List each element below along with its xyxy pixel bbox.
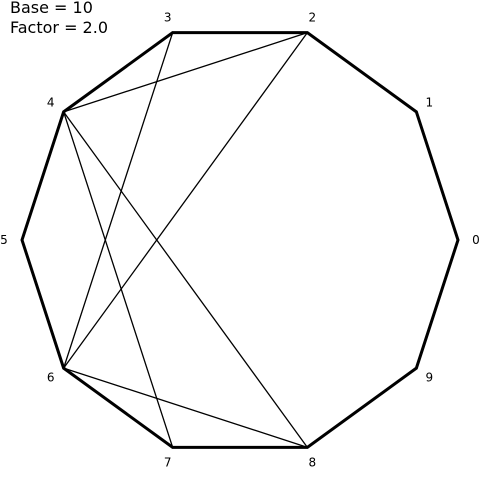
vertex-label-3: 3: [164, 11, 172, 25]
vertex-label-8: 8: [308, 456, 316, 470]
chord-4-8: [63, 111, 308, 448]
vertex-label-4: 4: [47, 96, 55, 110]
decagon-outline: [20, 31, 460, 449]
vertex-label-5: 5: [0, 233, 8, 247]
chord-7-4: [63, 111, 174, 448]
chord-3-6: [63, 32, 174, 369]
base-label: Base = 10: [10, 0, 93, 17]
factor-label: Factor = 2.0: [10, 18, 108, 37]
chord-2-4: [63, 32, 308, 113]
vertex-label-7: 7: [164, 456, 172, 470]
vertex-label-0: 0: [472, 233, 480, 247]
chord-8-6: [63, 367, 308, 448]
chord-group: [63, 32, 417, 448]
vertex-label-6: 6: [47, 371, 55, 385]
vertex-label-group: 0 1 2 3 4 5 6 7 8 9: [0, 11, 480, 470]
vertex-label-1: 1: [425, 96, 433, 110]
chord-6-2: [63, 32, 308, 369]
vertex-label-9: 9: [425, 371, 433, 385]
vertex-label-2: 2: [308, 11, 316, 25]
